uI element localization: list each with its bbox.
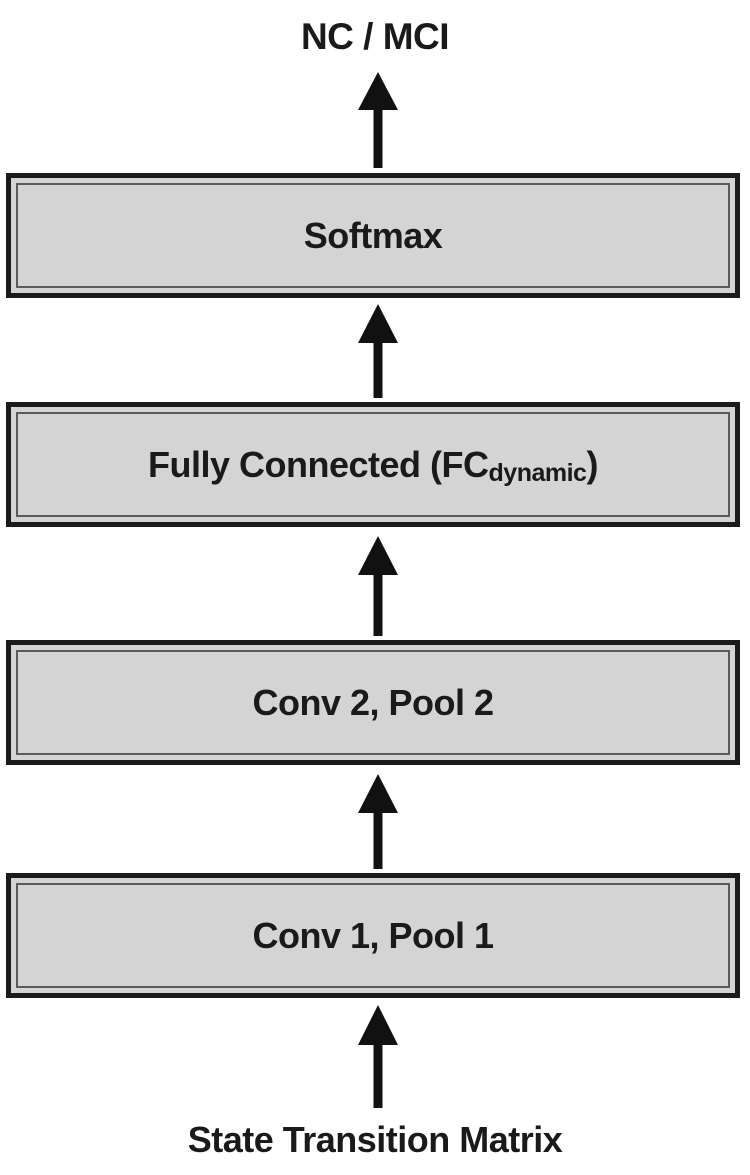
fc-subscript: dynamic	[488, 458, 587, 487]
conv1-pool1-layer: Conv 1, Pool 1	[6, 873, 740, 998]
arrow-fc-to-softmax	[358, 304, 398, 398]
softmax-label: Softmax	[303, 214, 443, 256]
conv2-pool2-layer: Conv 2, Pool 2	[6, 640, 740, 765]
arrow-input	[358, 1005, 398, 1108]
softmax-layer: Softmax	[6, 173, 740, 298]
arrow-conv2-to-fc	[358, 536, 398, 636]
fully-connected-label: Fully Connected (FCdynamic)	[148, 443, 598, 485]
fc-label-suffix: )	[586, 443, 598, 485]
output-label: NC / MCI	[300, 16, 450, 57]
arrow-conv1-to-conv2	[358, 774, 398, 869]
arrow-output	[358, 72, 398, 168]
conv2-pool2-label: Conv 2, Pool 2	[252, 681, 494, 723]
conv1-pool1-label: Conv 1, Pool 1	[252, 914, 494, 956]
input-label: State Transition Matrix	[187, 1119, 563, 1160]
fc-label-main: Fully Connected (FC	[148, 443, 489, 485]
fully-connected-layer: Fully Connected (FCdynamic)	[6, 402, 740, 527]
